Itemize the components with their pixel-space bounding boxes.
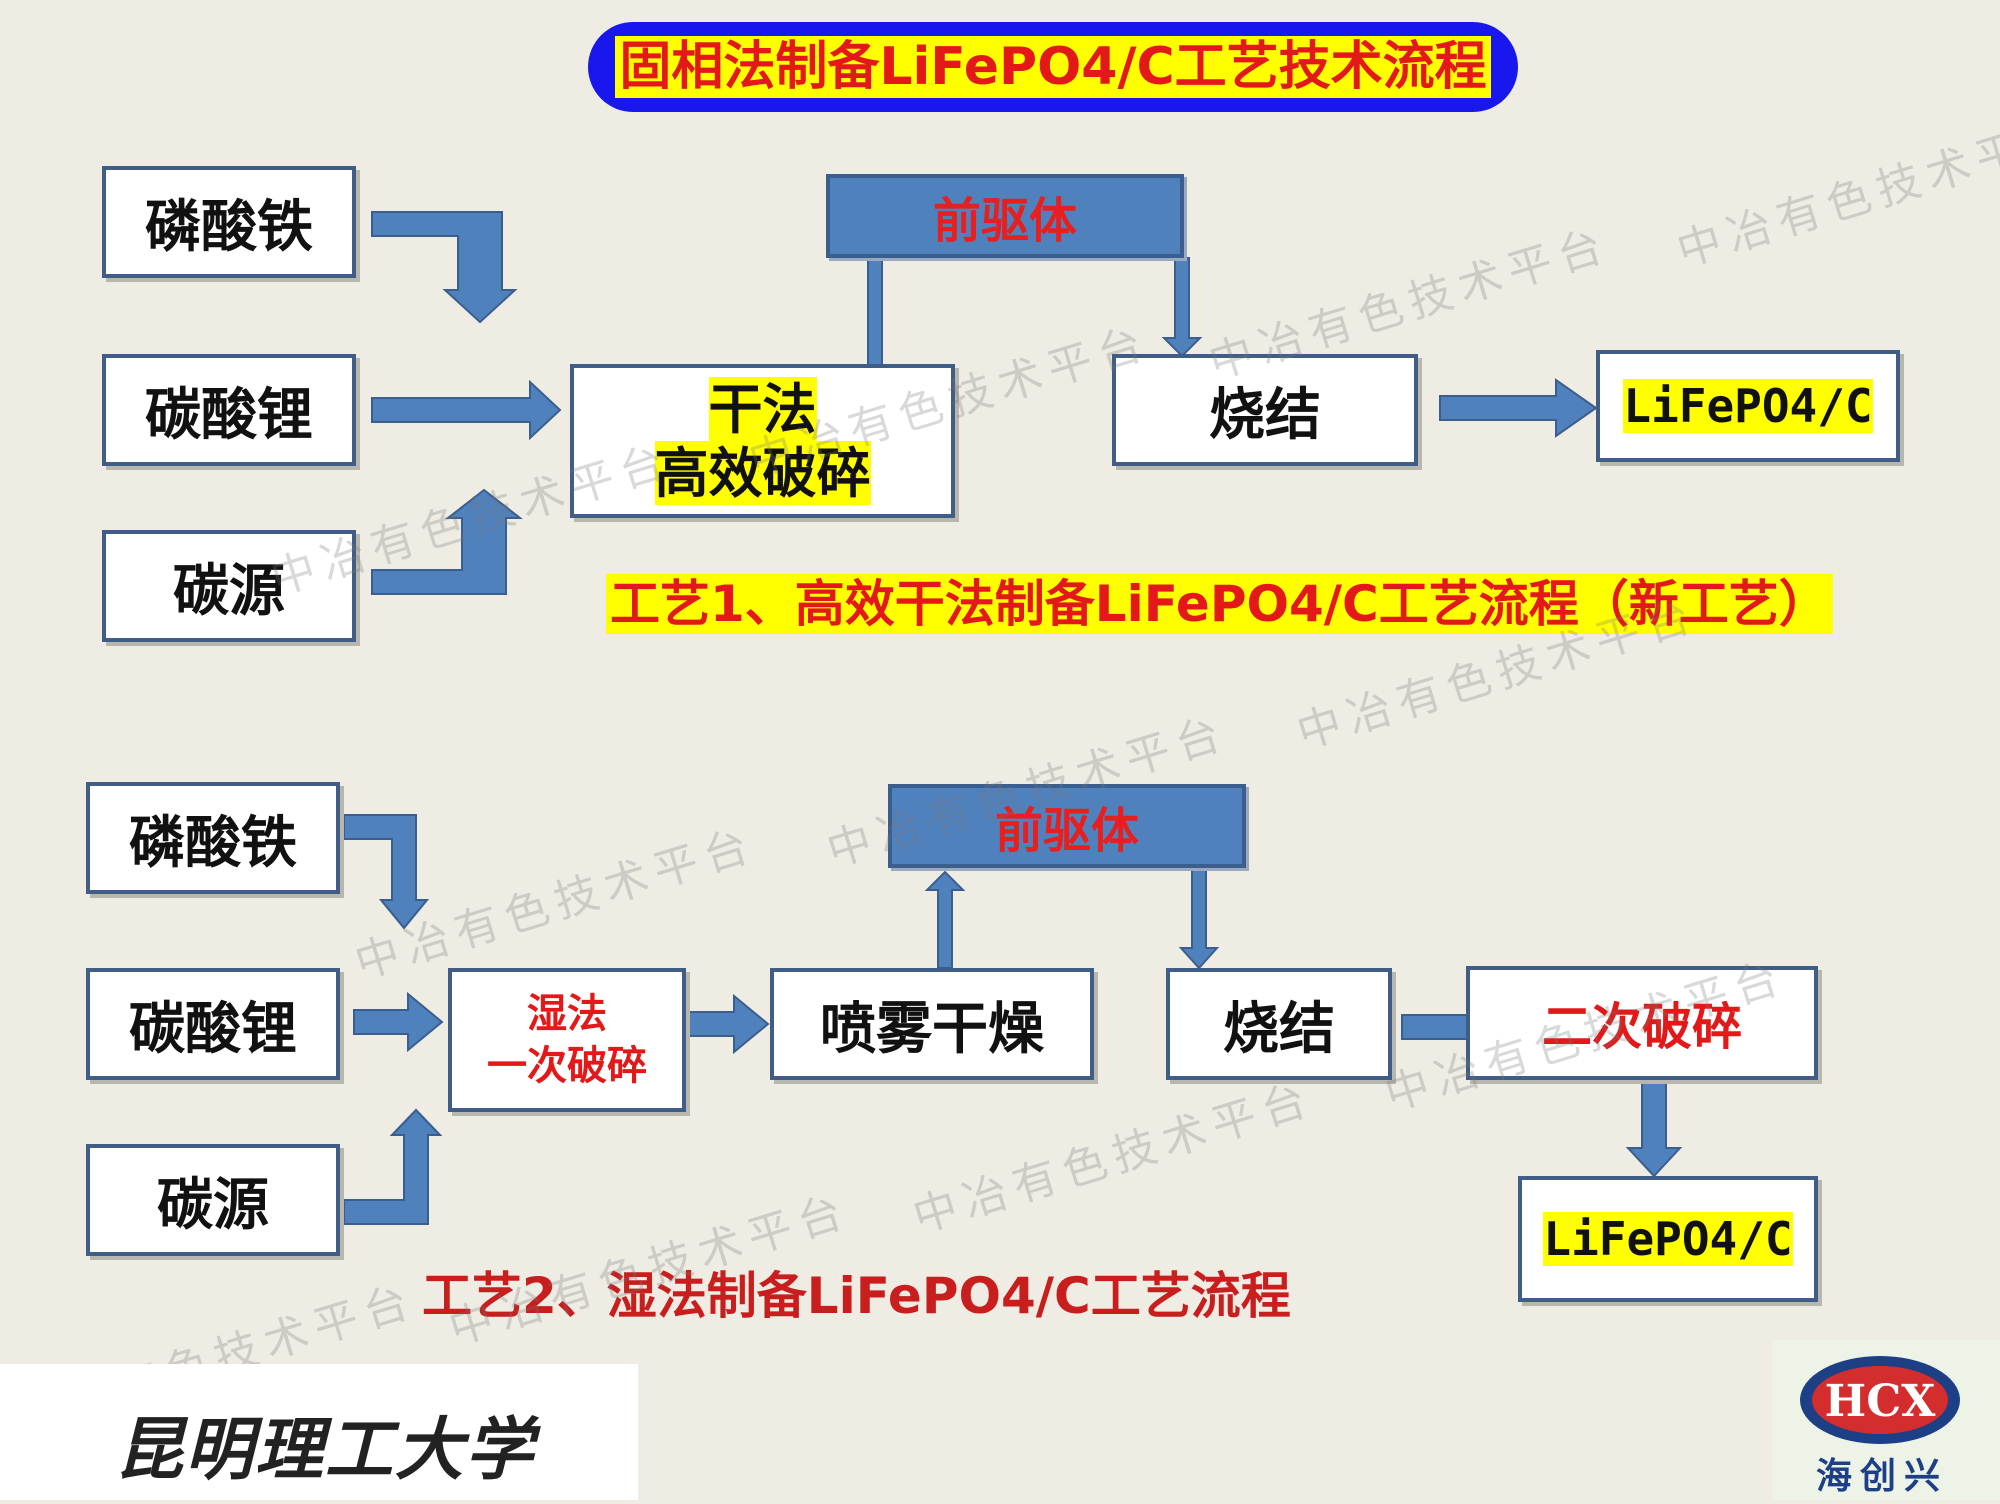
p1-iron-phosphate-box: 磷酸铁 (102, 166, 356, 278)
p2-product-label: LiFePO4/C (1543, 1212, 1793, 1266)
p1-product-box: LiFePO4/C (1596, 350, 1900, 462)
p2-wet-crush-box: 湿法 一次破碎 (448, 968, 686, 1112)
p1-dry-crush-box: 干法 高效破碎 (570, 364, 955, 518)
p1-lithium-carbonate-label: 碳酸锂 (145, 381, 313, 448)
arrow-p2-carbon (343, 1108, 443, 1225)
p2-caption: 工艺2、湿法制备LiFePO4/C工艺流程 (422, 1267, 1291, 1325)
arrow-p2-spray-to-precursor (924, 870, 966, 969)
p2-sinter-label: 烧结 (1223, 995, 1335, 1062)
p1-carbon-source-box: 碳源 (102, 530, 356, 642)
p1-lithium-carbonate-box: 碳酸锂 (102, 354, 356, 466)
p2-lithium-carbonate-label: 碳酸锂 (129, 995, 297, 1062)
p2-iron-phosphate-box: 磷酸铁 (86, 782, 340, 894)
p1-iron-phosphate-label: 磷酸铁 (145, 193, 313, 260)
hcx-logo-main: HCX (1825, 1376, 1937, 1427)
arrow-p1-precursor-to-sinter (1161, 257, 1203, 358)
p2-second-crush-box: 二次破碎 (1466, 966, 1818, 1080)
p1-precursor-box: 前驱体 (826, 174, 1184, 258)
university-logo: 昆明理工大学 (0, 1364, 638, 1500)
p2-carbon-source-box: 碳源 (86, 1144, 340, 1256)
arrow-p2-crush-to-spray (687, 993, 770, 1055)
arrow-p1-lithium-carbonate (371, 379, 562, 441)
p2-wet-crush-line1: 湿法 (527, 990, 607, 1037)
p1-dry-crush-line2: 高效破碎 (654, 441, 871, 505)
arrow-p1-iron-phosphate (371, 211, 518, 324)
p1-sinter-label: 烧结 (1209, 381, 1321, 448)
p2-precursor-label: 前驱体 (994, 803, 1139, 859)
p2-carbon-source-label: 碳源 (157, 1171, 269, 1238)
arrow-p1-sinter-to-product (1439, 378, 1598, 438)
university-logo-text: 昆明理工大学 (115, 1410, 536, 1490)
p2-second-crush-label: 二次破碎 (1542, 997, 1742, 1056)
page-title: 固相法制备LiFePO4/C工艺技术流程 (615, 36, 1491, 98)
p2-iron-phosphate-label: 磷酸铁 (129, 809, 297, 876)
p1-precursor-label: 前驱体 (932, 193, 1077, 249)
p1-product-label: LiFePO4/C (1623, 379, 1873, 433)
p2-wet-crush-line2: 一次破碎 (487, 1042, 647, 1089)
p2-product-box: LiFePO4/C (1518, 1176, 1818, 1302)
arrow-p2-second-to-product (1625, 1081, 1683, 1178)
hcx-logo-emblem: HCX 海创兴 (1800, 1356, 1960, 1497)
arrow-p2-precursor-to-sinter (1178, 865, 1220, 970)
p2-spray-dry-label: 喷雾干燥 (820, 995, 1044, 1062)
arrow-p2-lithium-carbonate (353, 991, 444, 1053)
p1-sinter-box: 烧结 (1112, 354, 1418, 466)
hcx-logo-sub: 海创兴 (1816, 1456, 1948, 1497)
p2-spray-dry-box: 喷雾干燥 (770, 968, 1094, 1080)
title-banner: 固相法制备LiFePO4/C工艺技术流程 (588, 22, 1518, 112)
p1-caption: 工艺1、高效干法制备LiFePO4/C工艺流程（新工艺） (606, 574, 1833, 634)
arrow-p2-sinter-to-second (1401, 1014, 1469, 1040)
p2-sinter-box: 烧结 (1166, 968, 1392, 1080)
arrow-p2-iron-phosphate (343, 814, 430, 930)
p1-carbon-source-label: 碳源 (173, 557, 285, 624)
hcx-logo: HCX 海创兴 (1772, 1340, 2000, 1500)
p2-precursor-box: 前驱体 (888, 784, 1246, 868)
arrow-p1-crush-to-precursor (854, 242, 896, 367)
p2-lithium-carbonate-box: 碳酸锂 (86, 968, 340, 1080)
arrow-p1-carbon (371, 488, 523, 595)
p1-dry-crush-line1: 干法 (708, 377, 817, 441)
